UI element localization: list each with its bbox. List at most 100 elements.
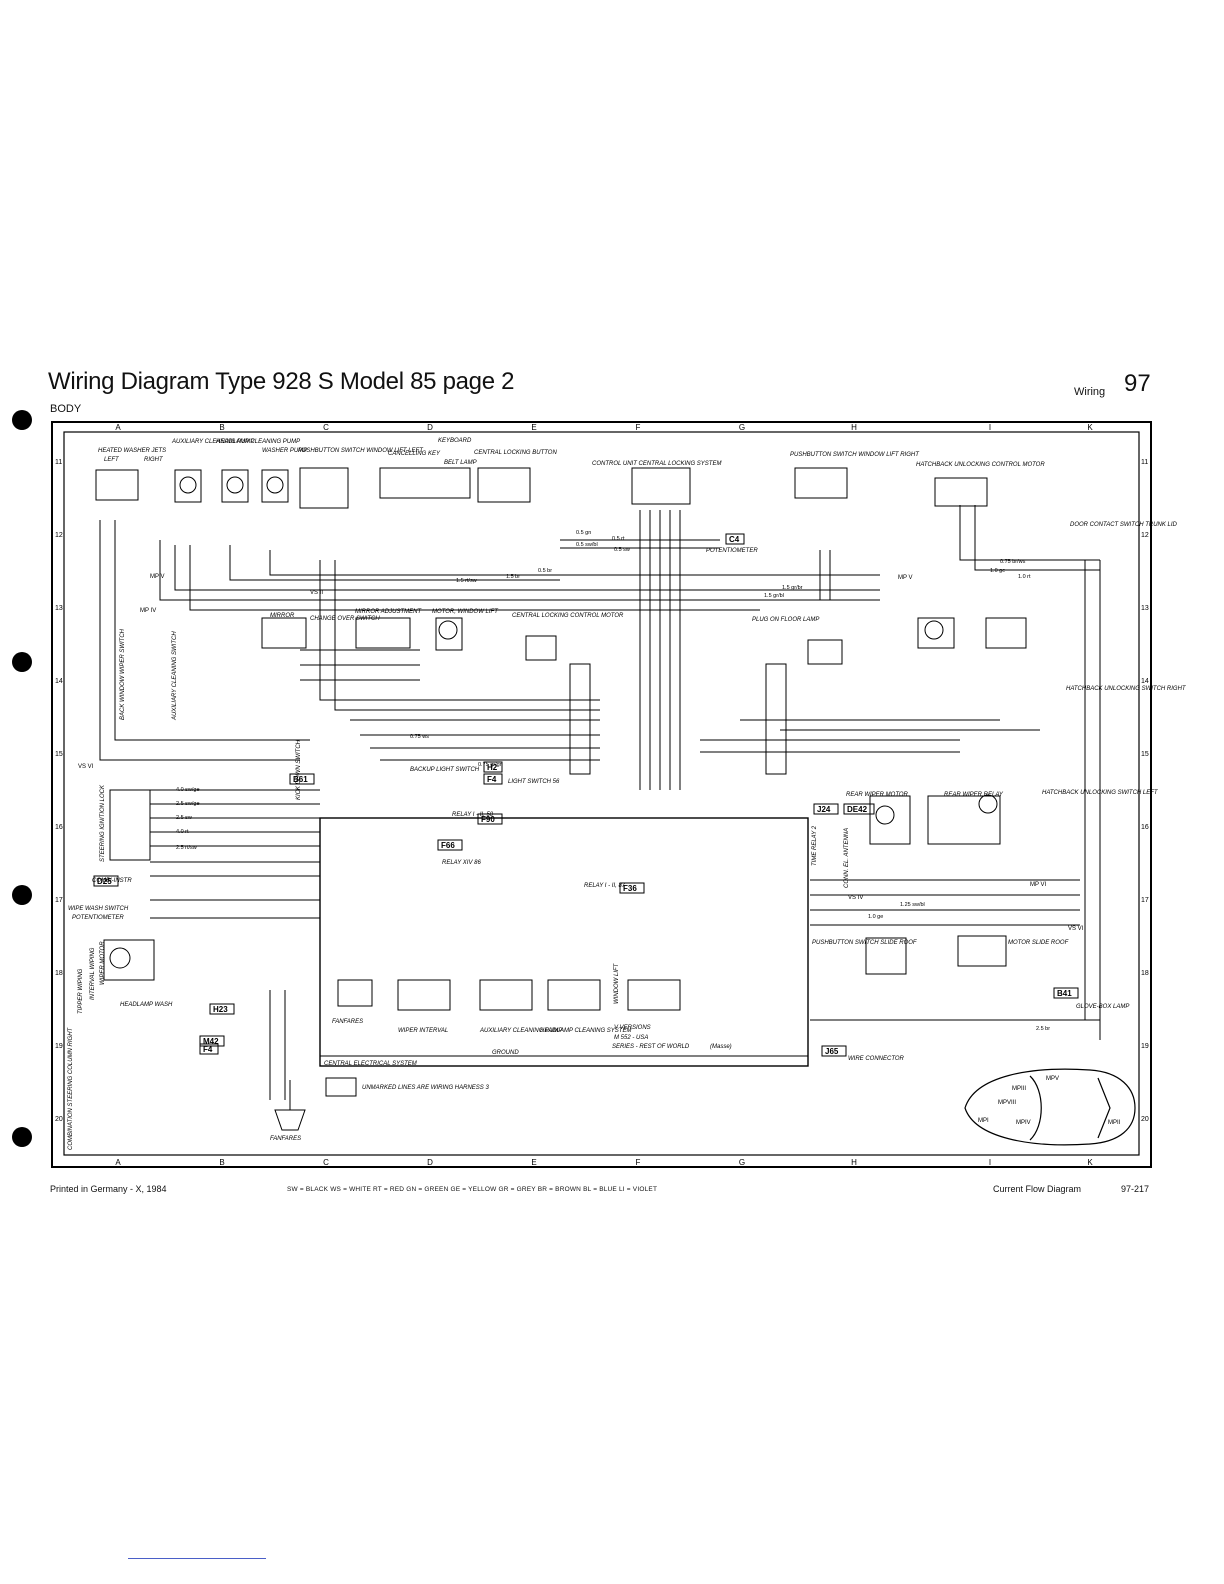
component-label: PLUG ON FLOOR LAMP <box>752 617 819 623</box>
component-label: SERIES - REST OF WORLD <box>612 1044 690 1050</box>
connector-tag-box <box>477 813 503 825</box>
component-label: MOTOR SLIDE ROOF <box>1008 940 1069 946</box>
component-label: BACKUP LIGHT SWITCH <box>410 767 480 773</box>
grid-column-label: B <box>219 1158 224 1167</box>
component-label: RELAY I - II, 50 <box>452 812 494 818</box>
wire-label: 1.0 ge <box>868 914 883 920</box>
car-outline <box>964 1068 1136 1146</box>
component-label: AUXILIARY CLEANING SWITCH <box>172 631 178 721</box>
connector-tag: D25 <box>97 877 112 886</box>
component-label: KEYBOARD <box>438 438 472 444</box>
component-label: PUSHBUTTON SWITCH SLIDE ROOF <box>812 940 917 946</box>
grid-row-label: 11 <box>1141 459 1148 466</box>
component-label: FANFARES <box>270 1136 301 1142</box>
measure-point-label: VS IV <box>848 895 863 901</box>
component-label: RIGHT <box>144 457 164 463</box>
connector-tag-box <box>843 803 875 815</box>
grid-column-label: F <box>636 423 641 432</box>
link-underline <box>128 1558 266 1559</box>
component-label: TIME RELAY 2 <box>812 825 818 866</box>
component-label: HEADLAMP WASH <box>120 1002 173 1008</box>
component-label: MIRROR <box>270 613 295 619</box>
component-label: MIRROR ADJUSTMENT <box>355 609 422 615</box>
grid-row-label: 16 <box>55 824 63 831</box>
component-label: STEERING IGNITION LOCK <box>100 784 106 862</box>
grid-row-label: 13 <box>55 605 63 612</box>
component-label: BELT LAMP <box>444 460 477 466</box>
measure-point-label: VS VI <box>1068 926 1084 932</box>
component-label: HATCHBACK UNLOCKING CONTROL MOTOR <box>916 462 1045 468</box>
grid-column-label: D <box>427 423 433 432</box>
grid-row-label: 17 <box>1141 897 1149 904</box>
grid-row-label: 13 <box>1141 605 1149 612</box>
component-label: GLOVE-BOX LAMP <box>1076 1004 1129 1010</box>
component-label: WIPE WASH SWITCH <box>68 906 129 912</box>
component-label: KICK DOWN SWITCH <box>296 739 302 800</box>
wire-label: 1.0 ge <box>990 568 1005 574</box>
wire-label: 0.75 br/ws <box>1000 559 1026 565</box>
grid-column-label: A <box>115 423 121 432</box>
connector-tag: F36 <box>623 884 637 893</box>
diagram-inner-frame <box>63 431 1140 1156</box>
measure-point-label: VS VI <box>78 764 94 770</box>
grid-row-label: 14 <box>1141 678 1149 685</box>
component-label: POTENTIOMETER <box>706 548 758 554</box>
wire-label: 0.5 sw <box>614 547 630 553</box>
wire-label: 0.5 br <box>538 568 552 574</box>
component-label: CENTRAL LOCKING CONTROL MOTOR <box>512 613 624 619</box>
binder-hole <box>12 1127 32 1147</box>
wire-label: 4.0 rt <box>176 829 189 835</box>
grid-column-label: D <box>427 1158 433 1167</box>
component-label: WIRE CONNECTOR <box>848 1056 905 1062</box>
grid-row-label: 12 <box>55 532 63 539</box>
wire-label: 1.0 rt <box>1018 574 1031 580</box>
measure-point-label: MP V <box>898 575 913 581</box>
binder-hole <box>12 885 32 905</box>
component-label: GROUND <box>492 1050 519 1056</box>
component-label: WIPER MOTOR <box>100 941 106 985</box>
central-electrical-box <box>319 817 809 1067</box>
grid-row-label: 20 <box>1141 1116 1149 1123</box>
diagram-type: Current Flow Diagram <box>993 1184 1082 1194</box>
grid-column-label: E <box>531 423 536 432</box>
wire-label: 4.0 sw/ge <box>176 787 200 793</box>
diagram-frame <box>51 421 1152 1168</box>
wire-harness <box>99 505 1101 1100</box>
component-label: POTENTIOMETER <box>72 915 124 921</box>
page-title: Wiring Diagram Type 928 S Model 85 page … <box>48 368 515 395</box>
wire-label: 1.5 gr/br <box>782 585 803 591</box>
component-label: HATCHBACK UNLOCKING SWITCH LEFT <box>1042 790 1159 796</box>
car-point-label: MPII <box>1108 1120 1121 1126</box>
component-label: AUXILIARY CLEANING PUMP <box>479 1028 562 1034</box>
grid-column-label: C <box>323 1158 329 1167</box>
component-label: CANCELLING KEY <box>388 451 441 457</box>
connector-tag: J24 <box>817 805 831 814</box>
grid-row-label: 16 <box>1141 824 1149 831</box>
component-label: CENTRAL ELECTRICAL SYSTEM <box>324 1061 417 1067</box>
grid-column-label: K <box>1087 1158 1093 1167</box>
connector-tag-box <box>813 803 839 815</box>
grid-row-label: 12 <box>1141 532 1149 539</box>
measure-point-label: VS II <box>310 590 323 596</box>
component-label: BACK WINDOW WIPER SWITCH <box>120 628 126 720</box>
component-label: HATCHBACK UNLOCKING SWITCH RIGHT <box>1066 686 1187 692</box>
wire-label: 0.5 rt <box>612 536 625 542</box>
wire-label: 2.5 sw/ge <box>176 801 200 807</box>
connector-tag: H23 <box>213 1005 228 1014</box>
component-label: HEADLAMP CLEANING SYSTEM <box>540 1028 631 1034</box>
measure-point-label: MP IV <box>140 608 156 614</box>
component-label: CENTRAL LOCKING BUTTON <box>474 450 557 456</box>
grid-column-label: B <box>219 423 224 432</box>
connector-tag: B61 <box>293 775 308 784</box>
component-label: REAR WIPER MOTOR <box>846 792 909 798</box>
component-label: HEADLAMP CLEANING PUMP <box>216 439 300 445</box>
car-point-label: MPIV <box>1016 1120 1031 1126</box>
component-label: RELAY I - II, 87 <box>584 883 626 889</box>
component-label: PUSHBUTTON SWITCH WINDOW LIFT RIGHT <box>790 452 920 458</box>
wire-label: 0.75 ws <box>410 734 429 740</box>
component-label: RELAY XIV 86 <box>442 860 481 866</box>
